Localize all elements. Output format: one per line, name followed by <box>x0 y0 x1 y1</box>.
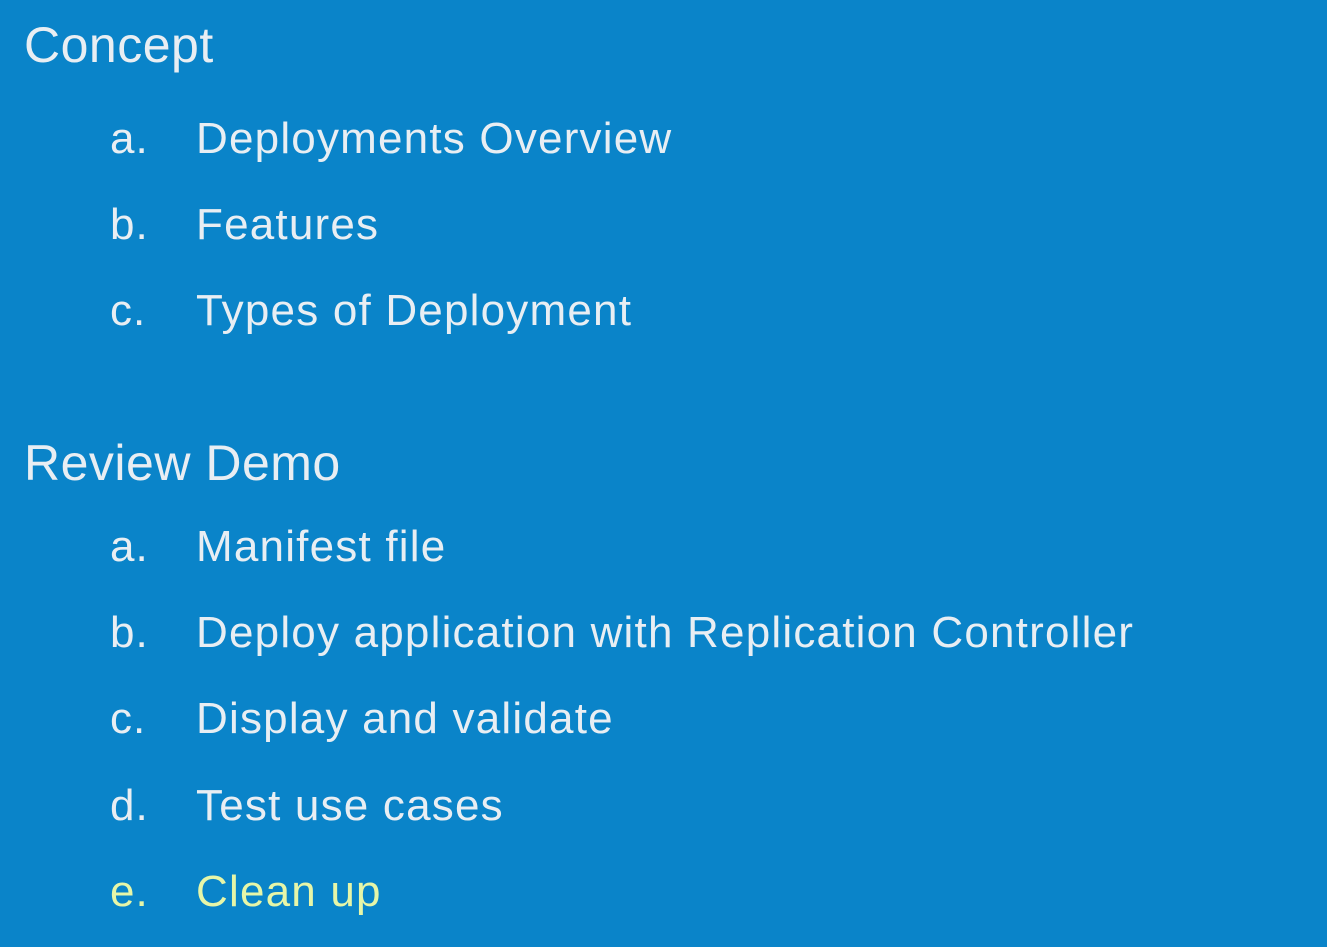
list-item-letter: b. <box>110 200 149 249</box>
list-item-text: Deploy application with Replication Cont… <box>196 608 1135 657</box>
list-item-letter: b. <box>110 608 149 657</box>
section-heading-concept: Concept <box>24 17 214 73</box>
list-item-text: Test use cases <box>196 781 504 830</box>
list-item-text: Manifest file <box>196 522 447 571</box>
list-item-letter: a. <box>110 114 149 163</box>
list-item-text: Types of Deployment <box>196 286 633 335</box>
list-item-letter: e. <box>110 867 149 916</box>
section-heading-review-demo: Review Demo <box>24 435 341 491</box>
list-item-text: Display and validate <box>196 694 614 743</box>
list-item-letter: a. <box>110 522 149 571</box>
list-item-text: Features <box>196 200 380 249</box>
list-item-text: Clean up <box>196 867 382 916</box>
list-item-text: Deployments Overview <box>196 114 673 163</box>
list-item-letter: c. <box>110 286 147 335</box>
list-item-letter: d. <box>110 781 149 830</box>
list-item-letter: c. <box>110 694 147 743</box>
